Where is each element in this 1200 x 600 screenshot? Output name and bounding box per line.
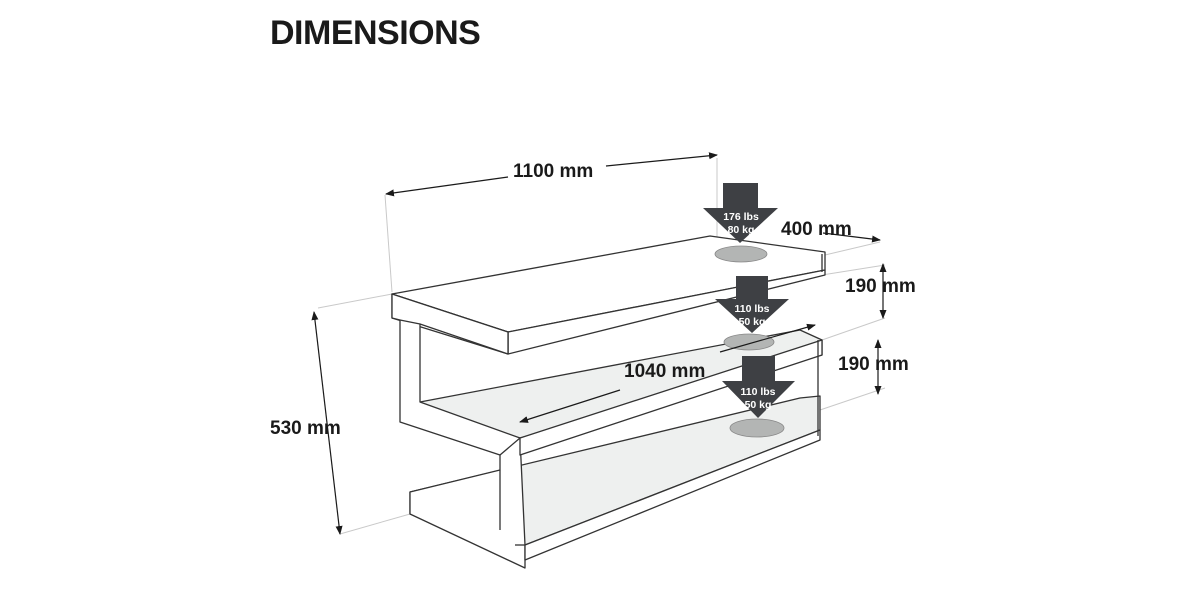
shadow-middle: [723, 333, 775, 351]
load-middle-kg: 50 kg: [739, 316, 766, 328]
width-dimension-right: [605, 152, 718, 167]
height-dimension: [311, 311, 343, 535]
height-label: 530 mm: [270, 418, 341, 439]
page-title: DIMENSIONS: [270, 14, 481, 52]
depth-dimension: [822, 232, 881, 243]
dimension-lines: [311, 152, 887, 535]
load-bottom-kg: 50 kg: [745, 399, 772, 411]
shadow-bottom: [729, 418, 785, 438]
load-arrow-bottom: 110 lbs 50 kg: [722, 356, 795, 418]
shelf-gap-bottom-label: 190 mm: [838, 354, 909, 375]
load-arrow-middle: 110 lbs 50 kg: [715, 276, 789, 333]
width-dimension-left: [385, 176, 509, 197]
side-panel: [391, 293, 526, 569]
shelf-gap-top-label: 190 mm: [845, 276, 916, 297]
inner-width-dimension: [519, 389, 621, 423]
load-top-lbs: 176 lbs: [723, 211, 759, 223]
width-label: 1100 mm: [513, 161, 593, 182]
load-top-kg: 80 kg: [728, 224, 755, 236]
depth-label: 400 mm: [781, 219, 852, 240]
shadow-top: [714, 245, 768, 263]
load-bottom-lbs: 110 lbs: [740, 386, 775, 398]
load-middle-lbs: 110 lbs: [734, 303, 769, 315]
guide-lines: [317, 158, 886, 535]
load-shadows: [714, 245, 785, 438]
inner-width-label: 1040 mm: [624, 361, 705, 382]
load-arrow-top: 176 lbs 80 kg: [703, 183, 778, 243]
